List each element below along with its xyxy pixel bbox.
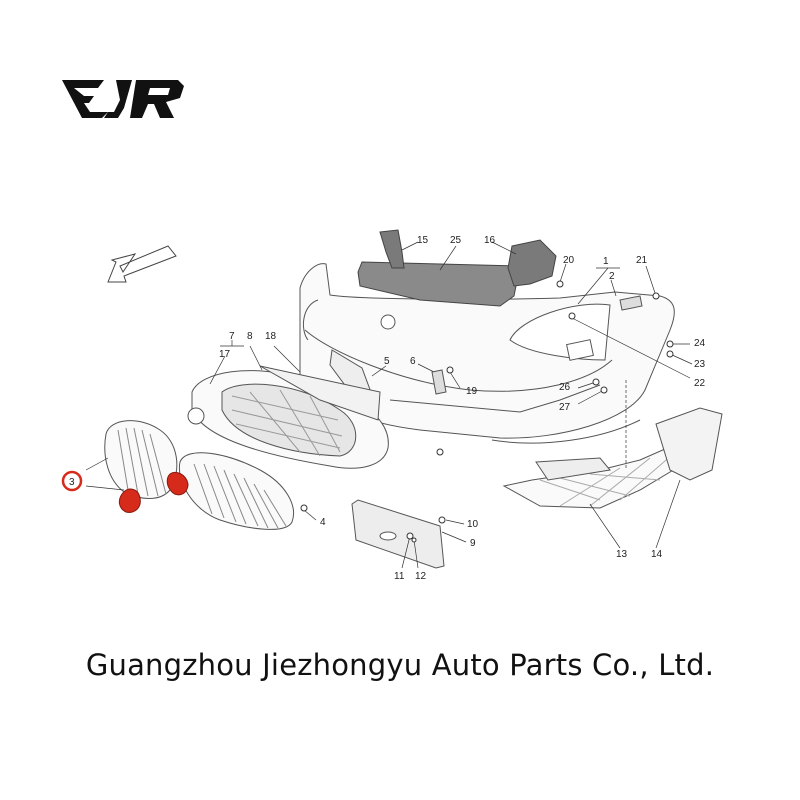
callout-8: 8 xyxy=(247,331,253,342)
callout-2: 2 xyxy=(609,271,615,282)
side-air-duct xyxy=(655,407,723,481)
callout-21: 21 xyxy=(636,255,648,266)
callout-19: 19 xyxy=(466,386,478,397)
callout-6: 6 xyxy=(410,356,416,367)
center-grille-frame xyxy=(187,365,389,469)
callout-15: 15 xyxy=(417,235,429,246)
direction-arrow-icon xyxy=(107,245,177,283)
highlight-part-right xyxy=(166,471,189,496)
callout-17: 17 xyxy=(219,349,231,360)
callout-10: 10 xyxy=(467,519,479,530)
callout-3: 3 xyxy=(69,477,75,488)
callout-23: 23 xyxy=(694,359,706,370)
callout-26: 26 xyxy=(559,382,571,393)
ejr-logo xyxy=(62,80,184,118)
callout-25: 25 xyxy=(450,235,462,246)
callout-5: 5 xyxy=(384,356,390,367)
callout-27: 27 xyxy=(559,402,571,413)
highlight-part-left xyxy=(118,488,141,513)
callout-7: 7 xyxy=(229,331,235,342)
part-3-circle-marker xyxy=(61,470,83,492)
callout-24: 24 xyxy=(694,338,706,349)
callout-labels: 1 2 3 4 5 6 7 8 9 10 11 12 13 14 15 16 1… xyxy=(69,235,706,582)
callout-12: 12 xyxy=(415,571,427,582)
callout-20: 20 xyxy=(563,255,575,266)
upper-trim-panel xyxy=(357,261,521,307)
callout-14: 14 xyxy=(651,549,663,560)
callout-9: 9 xyxy=(470,538,476,549)
kidney-grille xyxy=(104,420,294,530)
callout-4: 4 xyxy=(320,517,326,528)
callout-22: 22 xyxy=(694,378,706,389)
right-air-duct xyxy=(507,239,557,287)
lower-splitter xyxy=(502,437,691,509)
callout-11: 11 xyxy=(394,571,405,582)
callout-1: 1 xyxy=(603,256,609,267)
front-bumper-cover xyxy=(299,263,675,444)
lower-trim-strip xyxy=(535,457,611,481)
callout-18: 18 xyxy=(265,331,277,342)
company-name: Guangzhou Jiezhongyu Auto Parts Co., Ltd… xyxy=(85,648,715,682)
callout-16: 16 xyxy=(484,235,496,246)
left-air-duct xyxy=(379,229,405,269)
license-plate-bracket xyxy=(351,499,445,569)
callout-13: 13 xyxy=(616,549,628,560)
